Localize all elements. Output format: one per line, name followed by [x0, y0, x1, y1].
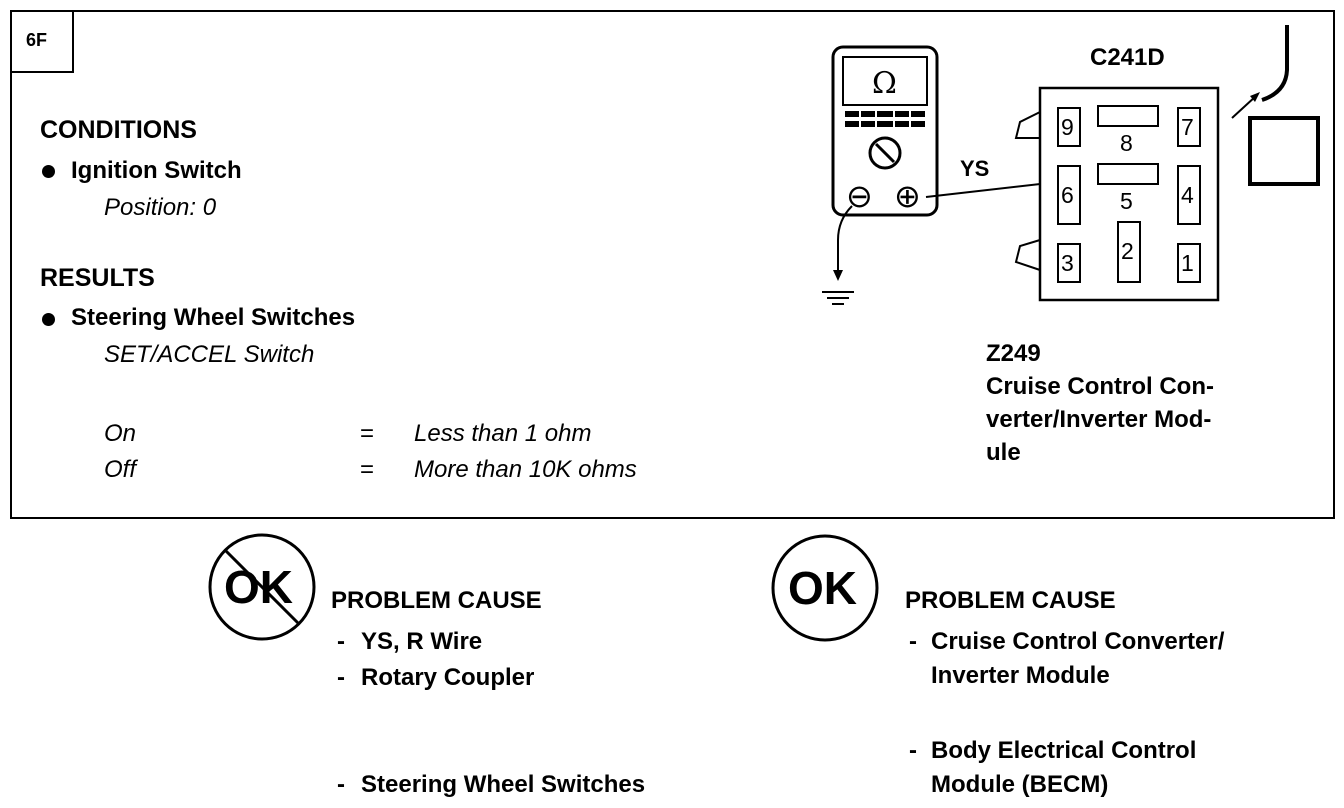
not-ok-badge-icon [208, 533, 316, 641]
ok-badge-text: OK [788, 562, 857, 614]
conditions-heading: CONDITIONS [40, 116, 197, 144]
not-ok-badge-text: OK [224, 561, 293, 613]
problem-cause-item: Steering Wheel Switches [361, 771, 646, 798]
connector-id: C241D [1090, 44, 1165, 71]
result-state: Off [104, 456, 137, 483]
problem-cause-item: YS, R Wire [361, 628, 483, 655]
pin-label: 9 [1061, 114, 1074, 140]
step-box [10, 10, 74, 73]
ohm-symbol: Ω [872, 66, 897, 101]
result-state: On [104, 420, 137, 447]
wire-color-label: YS [960, 156, 990, 181]
module-name-line: ule [986, 439, 1021, 466]
pin-label: 6 [1061, 182, 1074, 208]
ok-heading: PROBLEM CAUSE [905, 587, 1116, 614]
dash: - [337, 664, 345, 691]
module-name-line: verter/Inverter Mod- [986, 406, 1212, 433]
dash: - [909, 737, 917, 764]
pin-label: 3 [1061, 250, 1074, 276]
problem-cause-item: Inverter Module [931, 662, 1110, 689]
module-sketch-icon [1231, 25, 1320, 186]
module-code: Z249 [986, 340, 1041, 367]
results-detail: SET/ACCEL Switch [104, 341, 315, 368]
conditions-detail: Position: 0 [104, 194, 217, 221]
problem-cause-item: Body Electrical Control [931, 737, 1197, 764]
pin-label: 5 [1120, 188, 1133, 214]
dash: - [337, 628, 345, 655]
result-value: Less than 1 ohm [414, 420, 592, 447]
ground-icon [822, 205, 854, 305]
problem-cause-item: Cruise Control Converter/ [931, 628, 1225, 655]
bullet-icon [42, 165, 55, 178]
negative-terminal: ⊖ [846, 177, 873, 215]
connector-c241d [1014, 86, 1220, 302]
result-equals: = [360, 420, 375, 447]
results-heading: RESULTS [40, 264, 155, 292]
pin-label: 7 [1181, 114, 1194, 140]
pin-label: 8 [1120, 130, 1133, 156]
result-equals: = [360, 456, 375, 483]
results-item: Steering Wheel Switches [71, 304, 356, 331]
positive-terminal: ⊕ [894, 177, 921, 215]
dash: - [909, 628, 917, 655]
module-name-line: Cruise Control Con- [986, 373, 1214, 400]
pin-label: 2 [1121, 238, 1134, 264]
pin-label: 1 [1181, 250, 1194, 276]
problem-cause-item: Rotary Coupler [361, 664, 535, 691]
test-panel [10, 10, 1335, 519]
not-ok-heading: PROBLEM CAUSE [331, 587, 542, 614]
dash: - [337, 771, 345, 798]
bullet-icon [42, 313, 55, 326]
problem-cause-item: Module (BECM) [931, 771, 1109, 798]
result-value: More than 10K ohms [414, 456, 637, 483]
pin-label: 4 [1181, 182, 1194, 208]
conditions-item: Ignition Switch [71, 157, 242, 184]
step-label: 6F [26, 30, 48, 50]
ok-badge-icon [771, 534, 879, 642]
ohmmeter-icon [831, 45, 939, 217]
